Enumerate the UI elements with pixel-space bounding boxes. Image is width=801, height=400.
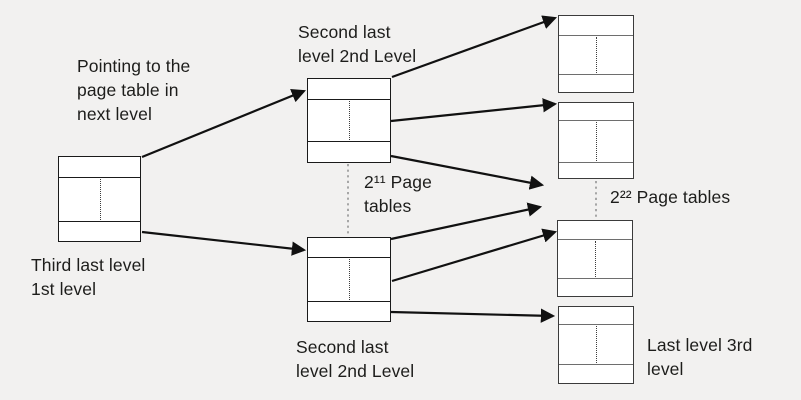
page-table-bottom-entry-row xyxy=(59,221,140,241)
page-table-entries-area xyxy=(559,325,633,364)
page-table-bottom-entry-row xyxy=(308,301,390,321)
last-level-label: Last level 3rd level xyxy=(647,333,753,381)
label-line: Third last level xyxy=(31,255,146,275)
page-table-entries-area xyxy=(558,240,632,278)
page-table-second-last-bottom xyxy=(307,237,391,322)
label-line: level 2nd Level xyxy=(296,361,415,381)
page-table-bottom-entry-row xyxy=(558,278,632,296)
ellipsis-dotted-line xyxy=(596,326,597,363)
ellipsis-dotted-line xyxy=(349,259,350,300)
page-table-top-entry-row xyxy=(59,157,140,178)
page-table-top-entry-row xyxy=(559,307,633,325)
page-table-entries-area xyxy=(308,100,390,141)
arrow-second-bottom-to-gap xyxy=(390,202,543,241)
label-line: 1st level xyxy=(31,279,97,299)
page-table-last-level-2 xyxy=(558,102,634,179)
mid-page-tables-count-label: 2¹¹ Page tables xyxy=(364,170,432,218)
page-table-third-last-level xyxy=(58,156,141,242)
label-line: Second last xyxy=(298,22,391,42)
page-table-entries-area xyxy=(559,121,633,162)
page-table-top-entry-row xyxy=(308,238,390,258)
second-last-level-top-label: Second last level 2nd Level xyxy=(298,20,416,68)
label-line: level xyxy=(647,359,684,379)
page-table-top-entry-row xyxy=(308,79,390,100)
pointing-note-label: Pointing to the page table in next level xyxy=(77,54,190,126)
ellipsis-dotted-line xyxy=(595,241,596,277)
page-table-entries-area xyxy=(559,36,633,74)
page-table-second-last-top xyxy=(307,78,391,163)
label-line: page table in xyxy=(77,80,179,100)
page-table-last-level-4 xyxy=(558,306,634,384)
arrow-second-bottom-to-last-3 xyxy=(391,228,558,283)
ellipsis-dotted-line xyxy=(349,101,350,140)
arrow-second-bottom-to-last-4 xyxy=(390,308,556,323)
label-line: Last level 3rd xyxy=(647,335,753,355)
label-line: tables xyxy=(364,196,412,216)
third-last-level-label: Third last level 1st level xyxy=(31,253,145,301)
label-line: Second last xyxy=(296,337,389,357)
ellipsis-dotted-line xyxy=(596,122,597,161)
right-page-tables-count-label: 2²² Page tables xyxy=(610,185,730,209)
page-table-bottom-entry-row xyxy=(559,162,633,178)
page-table-entries-area xyxy=(59,178,140,221)
page-table-bottom-entry-row xyxy=(308,141,390,162)
page-table-bottom-entry-row xyxy=(559,364,633,383)
page-table-bottom-entry-row xyxy=(559,74,633,92)
page-table-last-level-1 xyxy=(558,15,634,93)
page-table-entries-area xyxy=(308,258,390,301)
arrow-first-to-second-bottom xyxy=(141,230,307,256)
ellipsis-dotted-line xyxy=(596,37,597,73)
ellipsis-dotted-line xyxy=(99,179,101,220)
page-table-last-level-3 xyxy=(557,220,633,297)
arrow-second-top-to-last-2 xyxy=(390,98,558,123)
arrow-first-to-second-top xyxy=(141,88,306,159)
label-line: level 2nd Level xyxy=(298,46,417,66)
arrow-second-top-to-last-1 xyxy=(391,15,558,79)
label-line: 2¹¹ Page xyxy=(364,172,432,192)
label-line: 2²² Page tables xyxy=(610,187,731,207)
label-line: Pointing to the xyxy=(77,56,191,76)
page-table-top-entry-row xyxy=(559,16,633,36)
second-last-level-bottom-label: Second last level 2nd Level xyxy=(296,335,414,383)
page-table-top-entry-row xyxy=(558,221,632,240)
page-table-top-entry-row xyxy=(559,103,633,121)
label-line: next level xyxy=(77,104,152,124)
arrow-second-top-to-gap xyxy=(390,154,545,190)
